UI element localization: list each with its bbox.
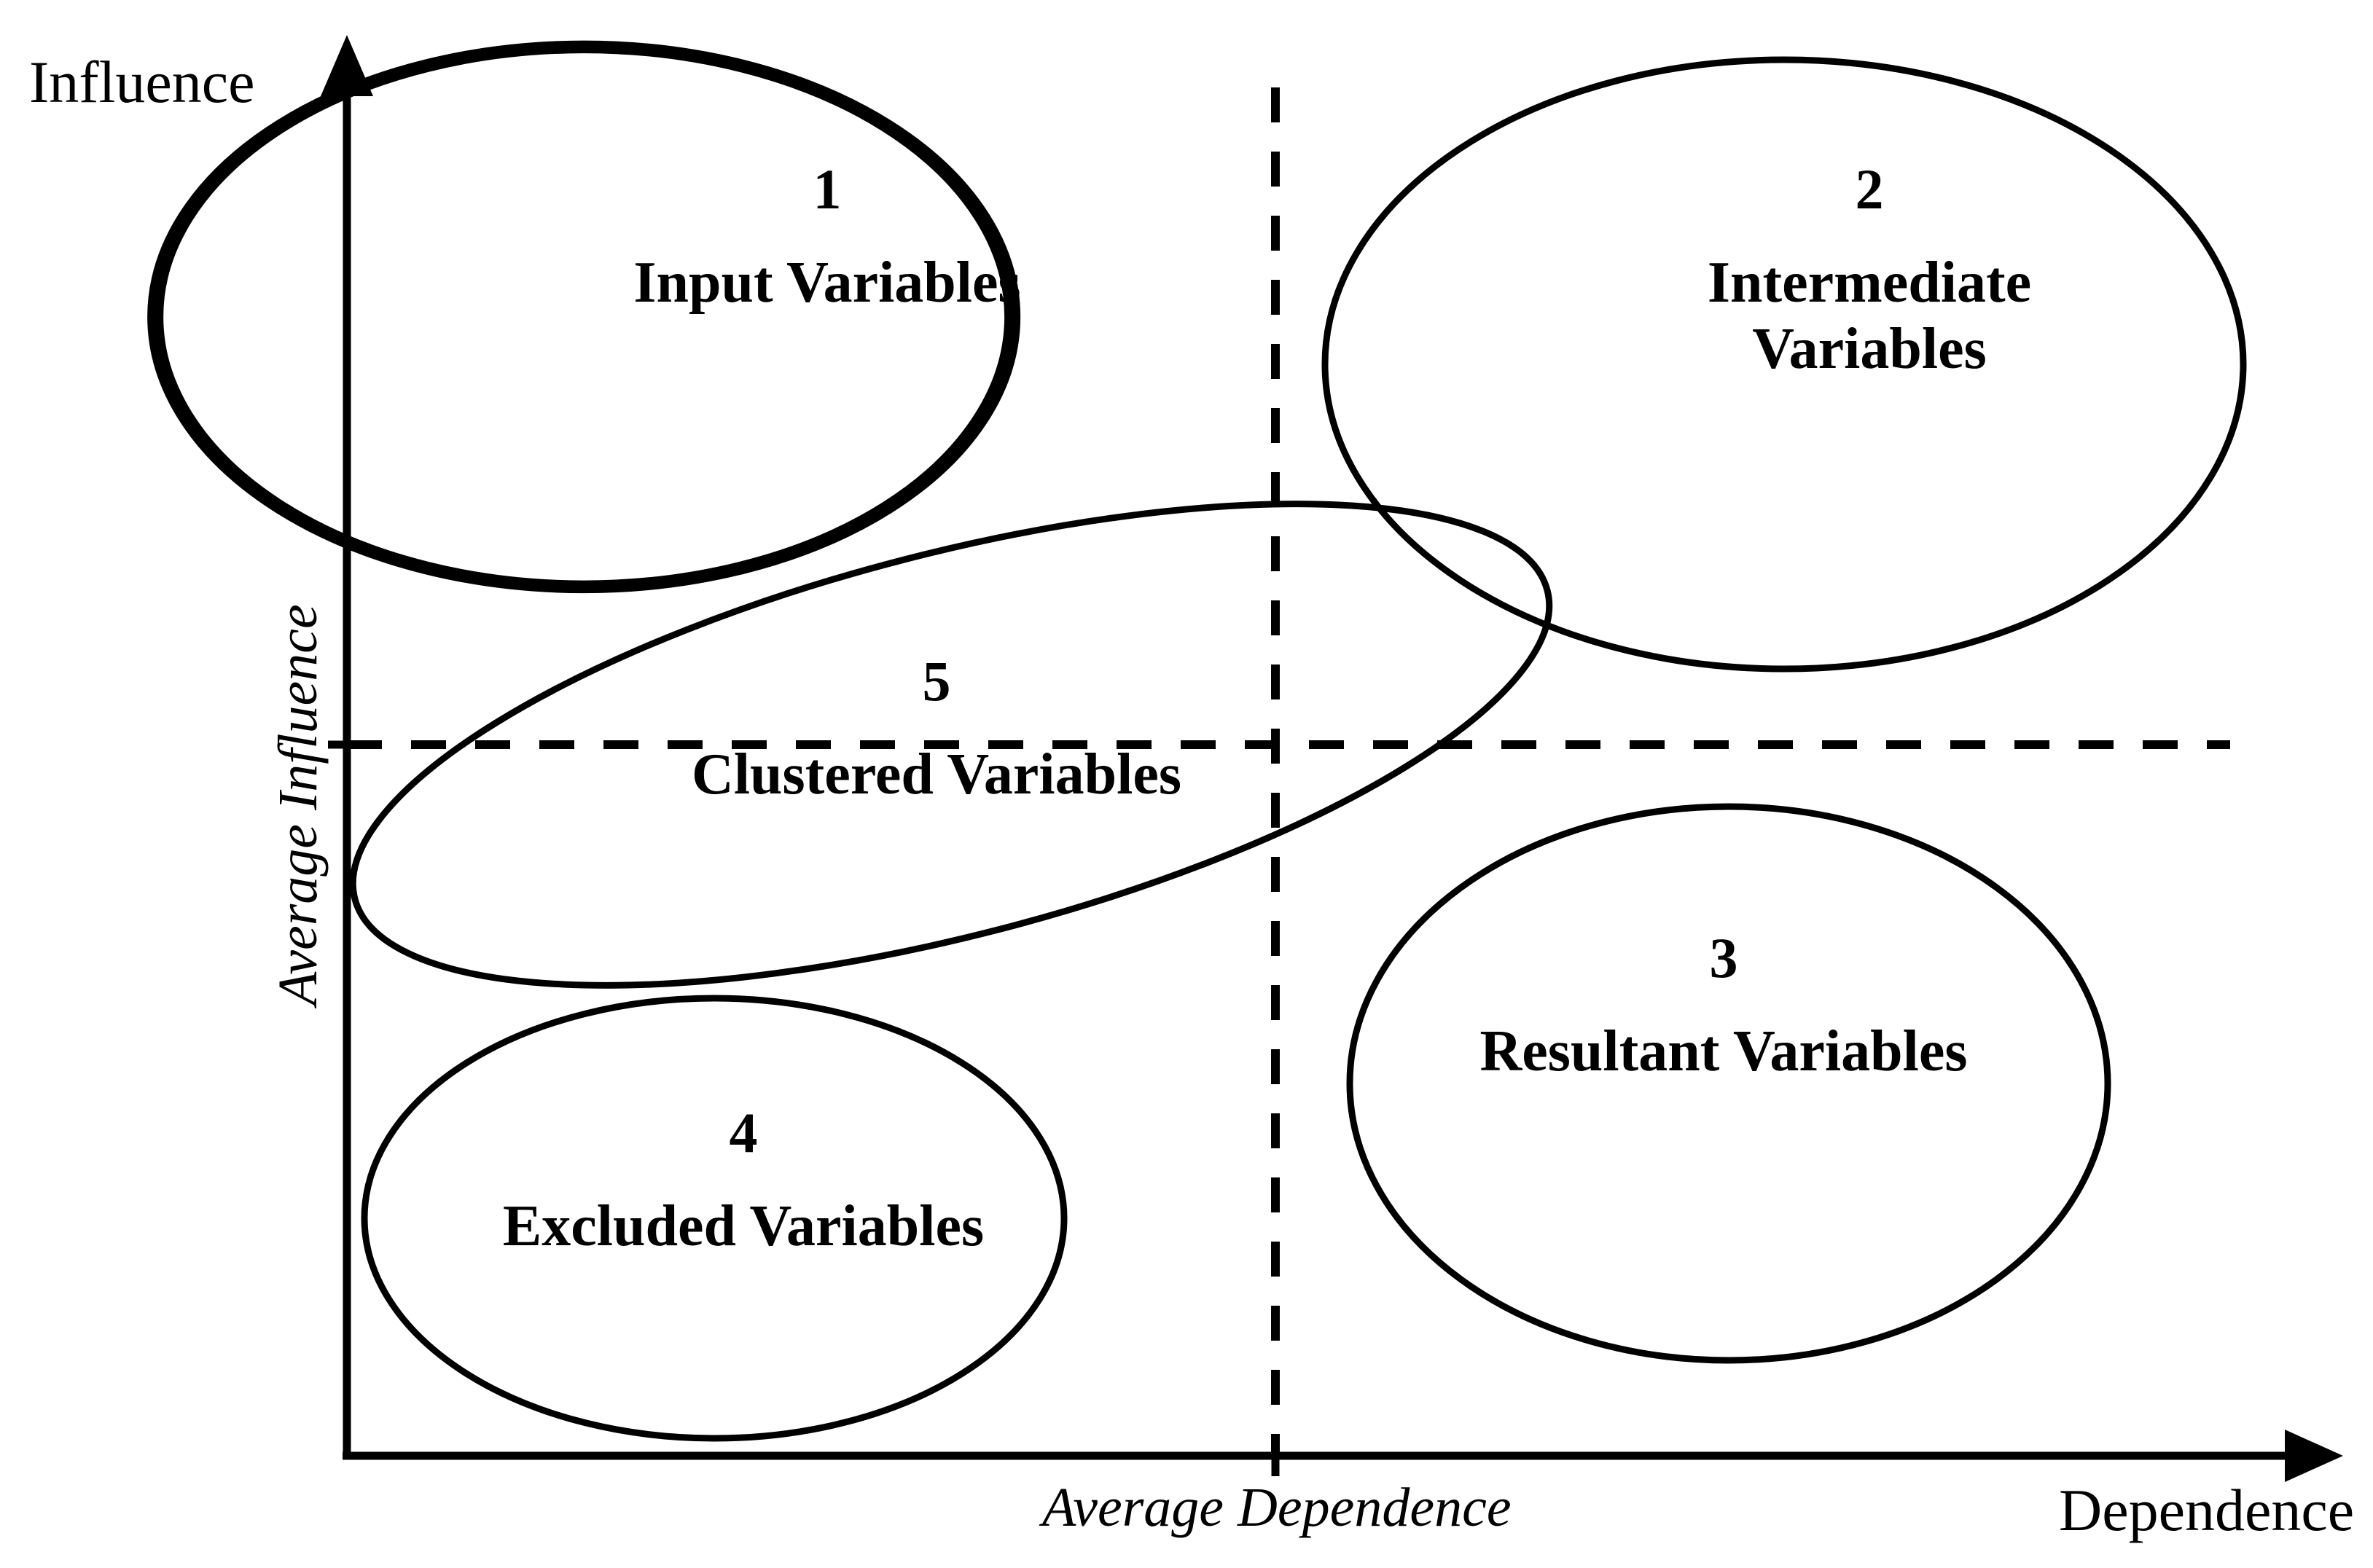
zone-ellipse-2[interactable] <box>1321 56 2247 673</box>
zone-3-labels[interactable]: 3 Resultant Variables <box>1480 925 1968 1085</box>
zone-1-labels[interactable]: 1 Input Variables <box>633 157 1020 316</box>
x-axis-label: Dependence <box>2059 1477 2355 1543</box>
zone-4-labels[interactable]: 4 Excluded Variables <box>503 1100 984 1260</box>
zone-ellipse-5[interactable] <box>307 406 1595 1083</box>
zone-3-name: Resultant Variables <box>1479 1019 1968 1083</box>
y-axis-label: Influence <box>29 49 255 115</box>
x-axis-arrowhead <box>2285 1430 2343 1482</box>
zone-5-number: 5 <box>922 649 951 713</box>
zone-5-labels[interactable]: 5 Clustered Variables <box>692 648 1181 808</box>
zone-ellipse-1[interactable] <box>147 40 1021 594</box>
zone-2-number: 2 <box>1855 157 1884 221</box>
average-influence-label: Average Influence <box>267 604 329 1006</box>
zone-ellipse-3[interactable] <box>1346 803 2111 1364</box>
zone-4-number: 4 <box>729 1101 758 1164</box>
zone-5-name: Clustered Variables <box>692 742 1181 807</box>
zone-3-number: 3 <box>1709 926 1738 989</box>
zone-4-name: Excluded Variables <box>502 1194 985 1258</box>
zone-2-name: Intermediate Variables <box>1707 251 2032 381</box>
zone-ellipse-4[interactable] <box>361 995 1068 1442</box>
zone-1-name: Input Variables <box>633 251 1021 315</box>
zone-2-labels[interactable]: 2 Intermediate Variables <box>1618 157 2122 383</box>
zone-1-number: 1 <box>813 157 842 221</box>
average-dependence-label: Average Dependence <box>1042 1477 1512 1538</box>
